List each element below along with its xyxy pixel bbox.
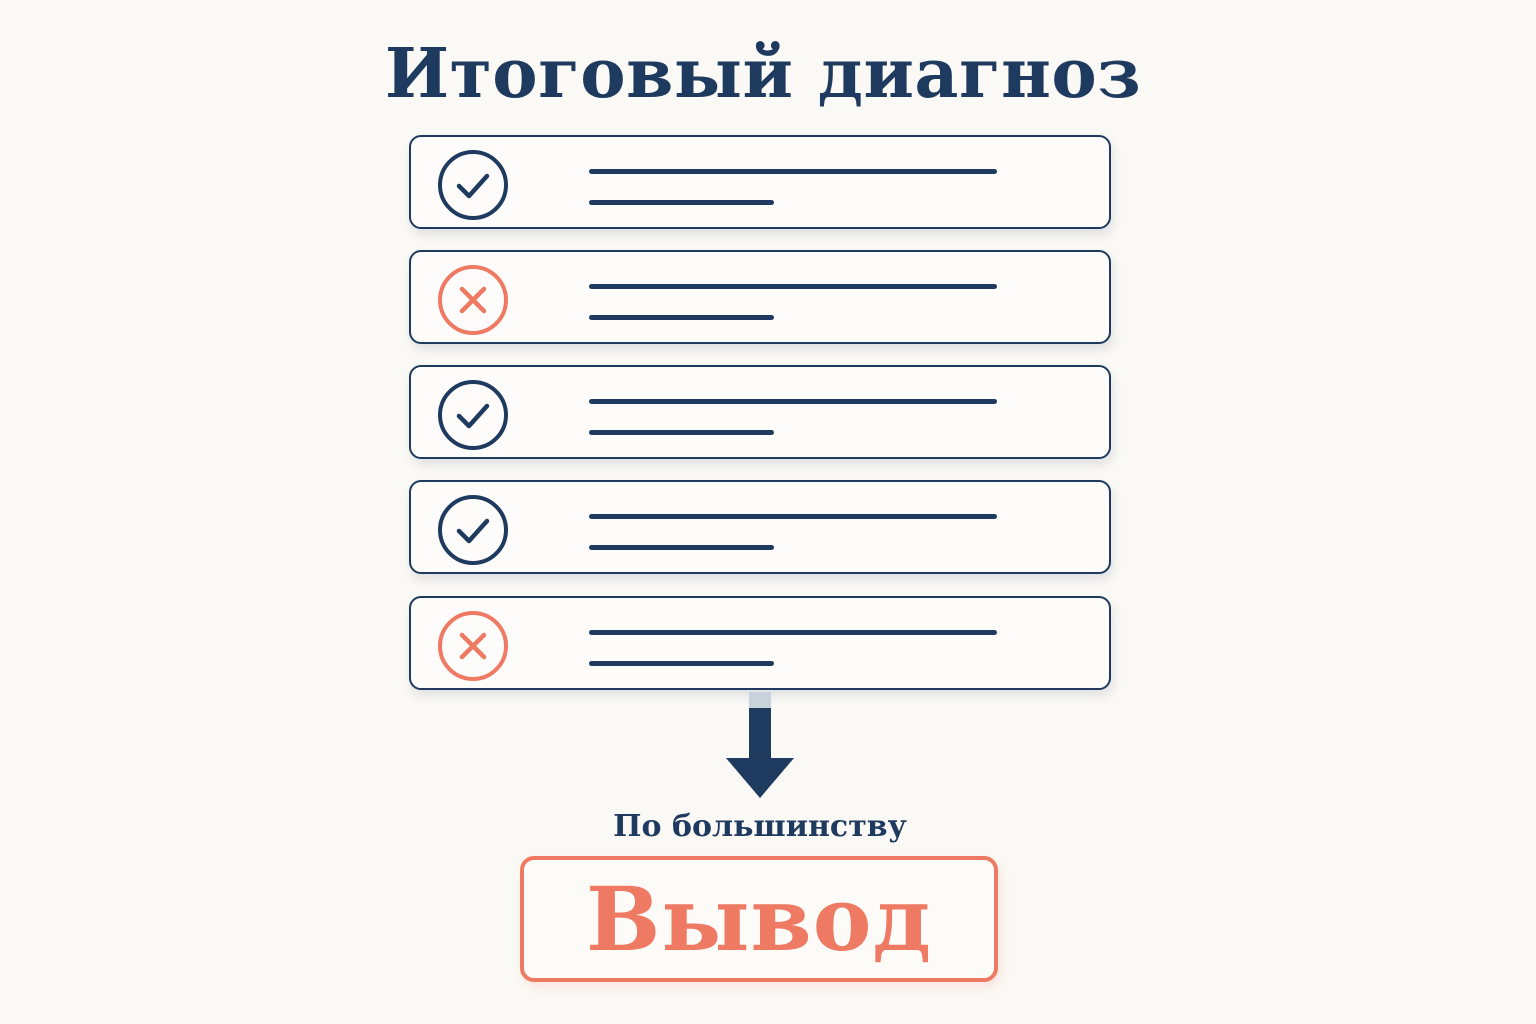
check-circle-icon [438,150,508,220]
list-item [409,135,1111,229]
text-placeholder-line [589,315,774,320]
text-placeholder-line [589,399,997,404]
check-circle-icon [438,380,508,450]
down-arrow-icon [726,692,794,798]
text-placeholder-line [589,545,774,550]
text-placeholder-line [589,169,997,174]
verdict-box: Вывод [520,856,998,982]
list-item [409,596,1111,690]
verdict-label: Вывод [585,867,933,971]
page-title: Итоговый диагноз [384,34,1142,114]
list-item [409,365,1111,459]
text-placeholder-line [589,430,774,435]
x-circle-icon [438,611,508,681]
list-item [409,250,1111,344]
text-placeholder-line [589,284,997,289]
x-circle-icon [438,265,508,335]
text-placeholder-line [589,200,774,205]
text-placeholder-line [589,661,774,666]
list-item [409,480,1111,574]
subtitle: По большинству [613,809,907,844]
check-circle-icon [438,495,508,565]
text-placeholder-line [589,630,997,635]
text-placeholder-line [589,514,997,519]
